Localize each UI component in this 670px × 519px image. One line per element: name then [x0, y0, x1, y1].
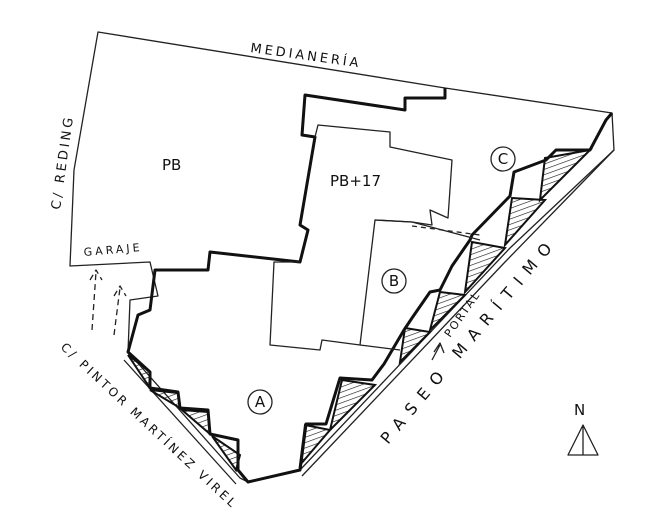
pintor-label: C/ PINTOR MARTÍNEZ VIREL: [58, 339, 241, 511]
street-edge-left: [123, 359, 237, 485]
hatch-patch: [503, 196, 548, 249]
portal-dashed-line: [411, 225, 481, 236]
portal-arrow-icon: [431, 342, 445, 361]
zone-a-label: A: [255, 393, 266, 411]
medianeria-label: MEDIANERÍA: [249, 40, 362, 71]
hatch-patch: [463, 240, 507, 296]
hatch-patch: [298, 423, 332, 469]
tower-outline: [269, 124, 453, 351]
zone-b-circle: [381, 268, 407, 294]
hatch-patch: [328, 378, 378, 434]
plot-outline: [69, 31, 615, 483]
street-edge-right: [301, 149, 615, 477]
zone-b-outline: [359, 219, 481, 351]
north-arrow-icon: [567, 424, 599, 456]
building-outline: [126, 88, 614, 484]
north-label: N: [574, 401, 585, 419]
pb-label: PB: [162, 156, 181, 174]
garaje-label: GARAJE: [83, 241, 143, 259]
hatch-patch: [127, 354, 151, 392]
zone-a-circle: [247, 389, 273, 415]
hatch-patch: [179, 408, 212, 437]
zone-b-label: B: [389, 272, 399, 290]
hatch-patch: [428, 290, 468, 334]
pb17-label: PB+17: [330, 172, 381, 190]
zone-c-label: C: [498, 150, 508, 168]
zone-c-circle: [490, 146, 516, 172]
hatch-patch: [398, 326, 433, 365]
hatch-patch: [149, 389, 182, 410]
hatch-patch: [538, 148, 593, 203]
garage-arrows-icon: [89, 269, 127, 336]
hatch-patch: [211, 435, 242, 473]
